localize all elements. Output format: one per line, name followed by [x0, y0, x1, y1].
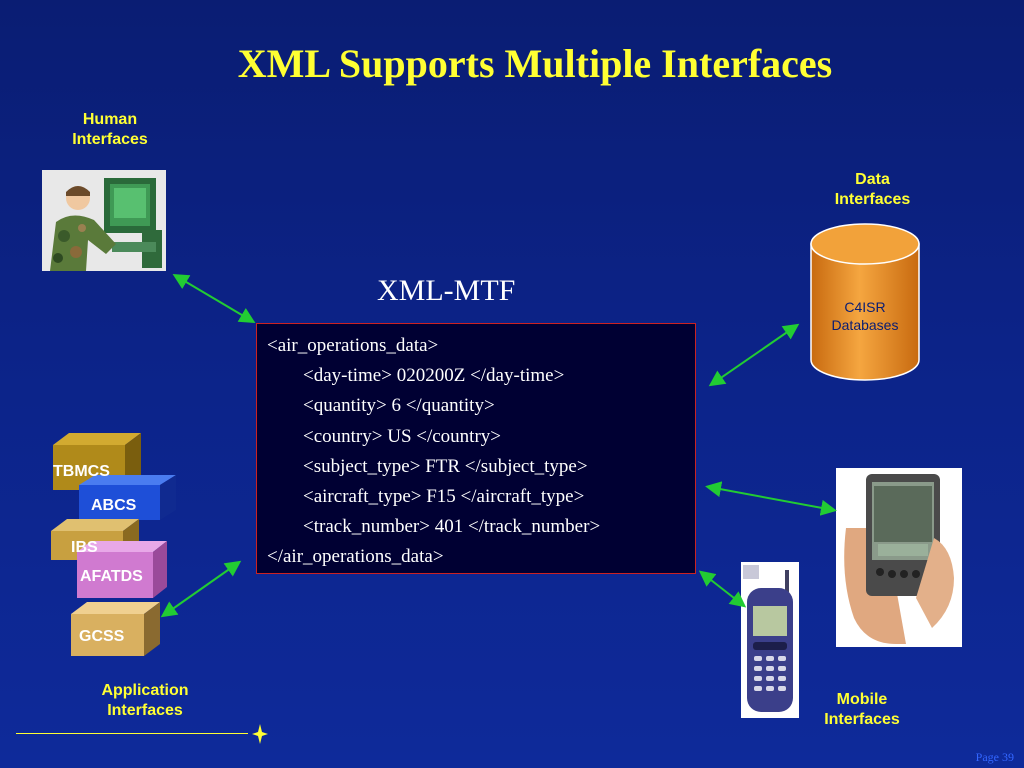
arrow-human — [172, 273, 256, 324]
arrow-data — [708, 323, 800, 387]
database-icon — [810, 223, 920, 381]
xml-line: <country> US </country> — [303, 425, 502, 447]
app-block-afatds — [77, 541, 167, 598]
xml-mtf-heading: XML-MTF — [377, 274, 516, 307]
xml-line: <quantity> 6 </quantity> — [303, 395, 495, 417]
footer-rule — [16, 733, 248, 734]
data-interfaces-label: Data Interfaces — [834, 171, 911, 208]
xml-line: <air_operations_data> — [267, 335, 439, 356]
ibs-label: IBS — [71, 539, 98, 556]
application-blocks — [51, 433, 176, 656]
app-block-gcss — [71, 602, 160, 656]
star-icon — [252, 724, 268, 744]
page-number: Page 39 — [975, 750, 1014, 764]
application-interfaces-label: Application Interfaces — [101, 682, 189, 719]
xml-line: <aircraft_type> F15 </aircraft_type> — [303, 486, 585, 508]
xml-line: <day-time> 020200Z </day-time> — [303, 365, 565, 387]
computer-operator-image — [42, 170, 166, 271]
abcs-label: ABCS — [91, 497, 137, 514]
tbmcs-label: TBMCS — [53, 463, 110, 480]
human-interfaces-label: Human Interfaces — [72, 111, 148, 148]
pda-image — [836, 468, 962, 647]
xml-line: <subject_type> FTR </subject_type> — [303, 455, 588, 477]
gcss-label: GCSS — [79, 628, 125, 645]
database-label: C4ISR Databases — [831, 299, 899, 333]
arrow-phone — [698, 570, 747, 608]
slide-title: XML Supports Multiple Interfaces — [237, 41, 833, 86]
database-cylinder: C4ISR Databases — [810, 222, 920, 382]
cell-phone-image — [741, 562, 799, 718]
xml-code-box: <air_operations_data> <day-time> 020200Z… — [256, 323, 696, 574]
app-block-abcs — [79, 475, 176, 520]
mobile-interfaces-label: Mobile Interfaces — [824, 691, 900, 728]
afatds-label: AFATDS — [80, 568, 143, 585]
xml-line: </air_operations_data> — [267, 546, 444, 568]
arrow-pda — [705, 481, 837, 516]
xml-line: <track_number> 401 </track_number> — [303, 516, 601, 538]
